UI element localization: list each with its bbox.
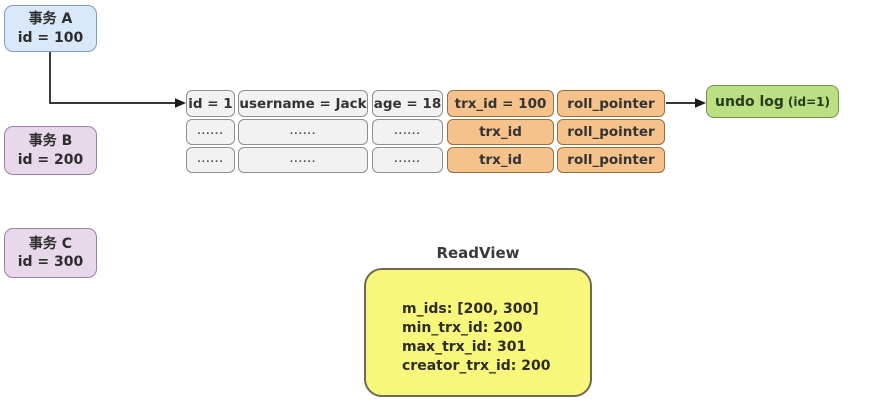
arrowhead-to-undolog: [695, 98, 706, 108]
cell-ellipsis: ......: [238, 147, 368, 173]
cell-roll-pointer: roll_pointer: [557, 90, 665, 117]
cell-ellipsis: ......: [238, 119, 368, 145]
undo-log-box: undo log (id=1): [706, 85, 839, 118]
transaction-b-box: 事务 B id = 200: [4, 126, 97, 175]
cell-age: age = 18: [372, 90, 443, 117]
cell-trx-id: trx_id: [447, 147, 554, 173]
readview-creator-trx-id: creator_trx_id: 200: [402, 358, 551, 374]
arrow-transaction-a-to-row: [49, 52, 175, 104]
readview-fields: m_ids: [200, 300] min_trx_id: 200 max_tr…: [402, 300, 551, 376]
transaction-b-name: 事务 B: [28, 133, 73, 150]
cell-trx-id: trx_id = 100: [447, 90, 554, 117]
undo-log-id: (id=1): [787, 94, 830, 109]
cell-roll-pointer: roll_pointer: [557, 147, 665, 173]
cell-ellipsis: ......: [186, 119, 235, 145]
transaction-b-id: id = 200: [17, 151, 84, 168]
cell-ellipsis: ......: [372, 119, 443, 145]
transaction-a-name: 事务 A: [28, 11, 73, 28]
cell-ellipsis: ......: [186, 147, 235, 173]
transaction-a-id: id = 100: [17, 29, 84, 46]
transaction-c-name: 事务 C: [28, 235, 73, 252]
transaction-c-id: id = 300: [17, 254, 84, 270]
arrowhead-to-row: [175, 98, 186, 108]
cell-ellipsis: ......: [372, 147, 443, 173]
readview-title: ReadView: [436, 244, 520, 262]
transaction-a-box: 事务 A id = 100: [4, 5, 97, 52]
readview-m-ids: m_ids: [200, 300]: [402, 301, 539, 317]
readview-max-trx-id: max_trx_id: 301: [402, 339, 527, 355]
readview-min-trx-id: min_trx_id: 200: [402, 320, 523, 336]
readview-box: m_ids: [200, 300] min_trx_id: 200 max_tr…: [364, 268, 592, 397]
undo-log-label: undo log: [715, 93, 784, 110]
cell-username: username = Jack: [238, 90, 368, 117]
cell-trx-id: trx_id: [447, 119, 554, 145]
cell-id: id = 1: [186, 90, 235, 117]
cell-roll-pointer: roll_pointer: [557, 119, 665, 145]
transaction-c-box: 事务 C id = 300: [4, 228, 97, 278]
